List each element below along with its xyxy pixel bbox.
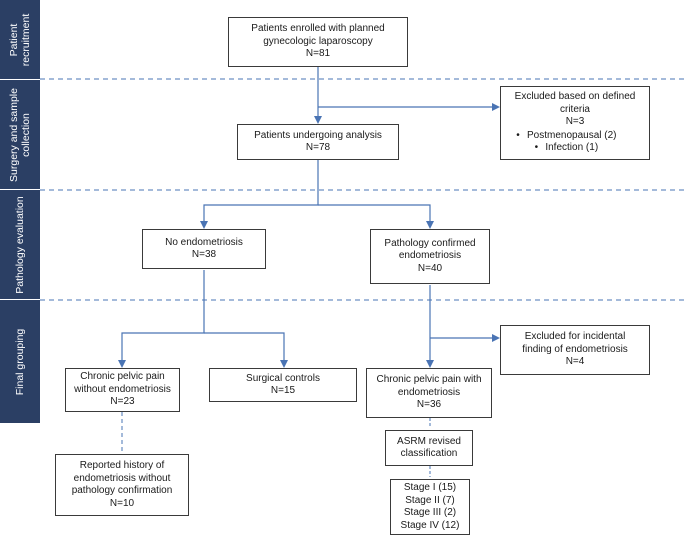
cpp-with-endometriosis-box: Chronic pelvic pain with endometriosis N… — [366, 368, 492, 418]
no-endometriosis-box: No endometriosis N=38 — [142, 229, 266, 269]
stage-bar-pathology: Pathology evaluation — [0, 190, 40, 300]
exclusion-reason: •Postmenopausal (2) — [516, 129, 617, 141]
arrow-analysis-to-no-endo — [200, 160, 319, 229]
exclusion-reasons-list: •Postmenopausal (2) •Infection (1) — [505, 129, 617, 155]
exclusion-reason: •Infection (1) — [534, 142, 599, 154]
surgical-controls-box: Surgical controls N=15 — [209, 368, 357, 402]
analysis-box: Patients undergoing analysis N=78 — [237, 124, 399, 160]
stage-bar-surgery: Surgery and sample collection — [0, 80, 40, 190]
excluded-incidental-box: Excluded for incidental finding of endom… — [500, 325, 650, 375]
arrow-no-endo-to-controls — [204, 332, 288, 368]
arrow-no-endo-to-cpp-without — [118, 270, 205, 368]
reported-history-box: Reported history of endometriosis withou… — [55, 454, 189, 516]
stage-bar-grouping: Final grouping — [0, 300, 40, 424]
confirmed-endometriosis-box: Pathology confirmed endometriosis N=40 — [370, 229, 490, 284]
asrm-stages-box: Stage I (15) Stage II (7) Stage III (2) … — [390, 479, 470, 535]
enrolled-box: Patients enrolled with planned gynecolog… — [228, 17, 408, 67]
arrow-analysis-to-confirmed — [318, 204, 434, 229]
cpp-without-endometriosis-box: Chronic pelvic pain without endometriosi… — [65, 368, 180, 412]
asrm-classification-box: ASRM revised classification — [385, 430, 473, 466]
stage-bar-recruitment: Patient recruitment — [0, 0, 40, 80]
excluded-criteria-box: Excluded based on defined criteria N=3 •… — [500, 86, 650, 160]
